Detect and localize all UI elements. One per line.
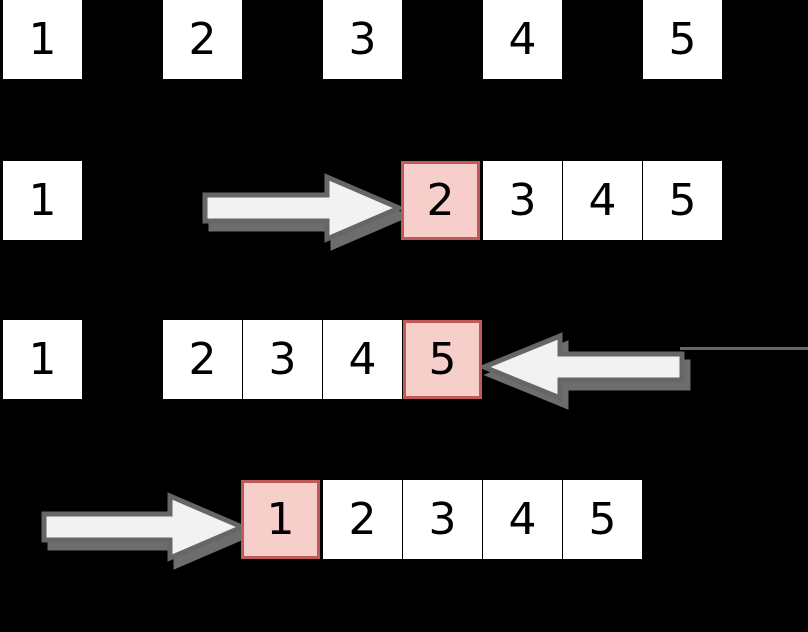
cell-highlighted: 1 <box>241 480 320 559</box>
arrow-tail-line <box>680 347 808 350</box>
cell-label: 1 <box>266 494 295 545</box>
cell: 5 <box>563 480 642 559</box>
cell-label: 1 <box>28 175 57 226</box>
cell-label: 2 <box>188 334 217 385</box>
cell-label: 4 <box>508 14 537 65</box>
cell-label: 5 <box>428 334 457 385</box>
cell-label: 3 <box>348 14 377 65</box>
cell-label: 4 <box>588 175 617 226</box>
cell: 1 <box>3 0 82 79</box>
cell-label: 3 <box>508 175 537 226</box>
cell-label: 4 <box>348 334 377 385</box>
arrow-right <box>202 173 412 251</box>
cell: 2 <box>163 320 242 399</box>
cell: 3 <box>243 320 322 399</box>
cell-label: 3 <box>428 494 457 545</box>
cell-label: 4 <box>508 494 537 545</box>
cell: 4 <box>483 0 562 79</box>
initial-sequence: 1 2 3 4 5 <box>0 0 808 90</box>
cell: 3 <box>323 0 402 79</box>
cell: 1 <box>3 320 82 399</box>
cell-label: 2 <box>188 14 217 65</box>
cell-label: 1 <box>28 14 57 65</box>
cell: 2 <box>163 0 242 79</box>
cell-highlighted: 5 <box>403 320 482 399</box>
cell-label: 5 <box>588 494 617 545</box>
cell-label: 2 <box>426 175 455 226</box>
cell-label: 1 <box>28 334 57 385</box>
cell-label: 5 <box>668 175 697 226</box>
cell-highlighted: 2 <box>401 161 480 240</box>
cell-label: 2 <box>348 494 377 545</box>
arrow-left <box>477 332 691 410</box>
cell: 4 <box>483 480 562 559</box>
cell: 1 <box>3 161 82 240</box>
cell: 5 <box>643 161 722 240</box>
cell-label: 5 <box>668 14 697 65</box>
cell: 4 <box>563 161 642 240</box>
arrow-right <box>41 492 255 570</box>
cell-label: 3 <box>268 334 297 385</box>
cell: 2 <box>323 480 402 559</box>
cell: 3 <box>403 480 482 559</box>
cell: 4 <box>323 320 402 399</box>
cell: 3 <box>483 161 562 240</box>
cell: 5 <box>643 0 722 79</box>
